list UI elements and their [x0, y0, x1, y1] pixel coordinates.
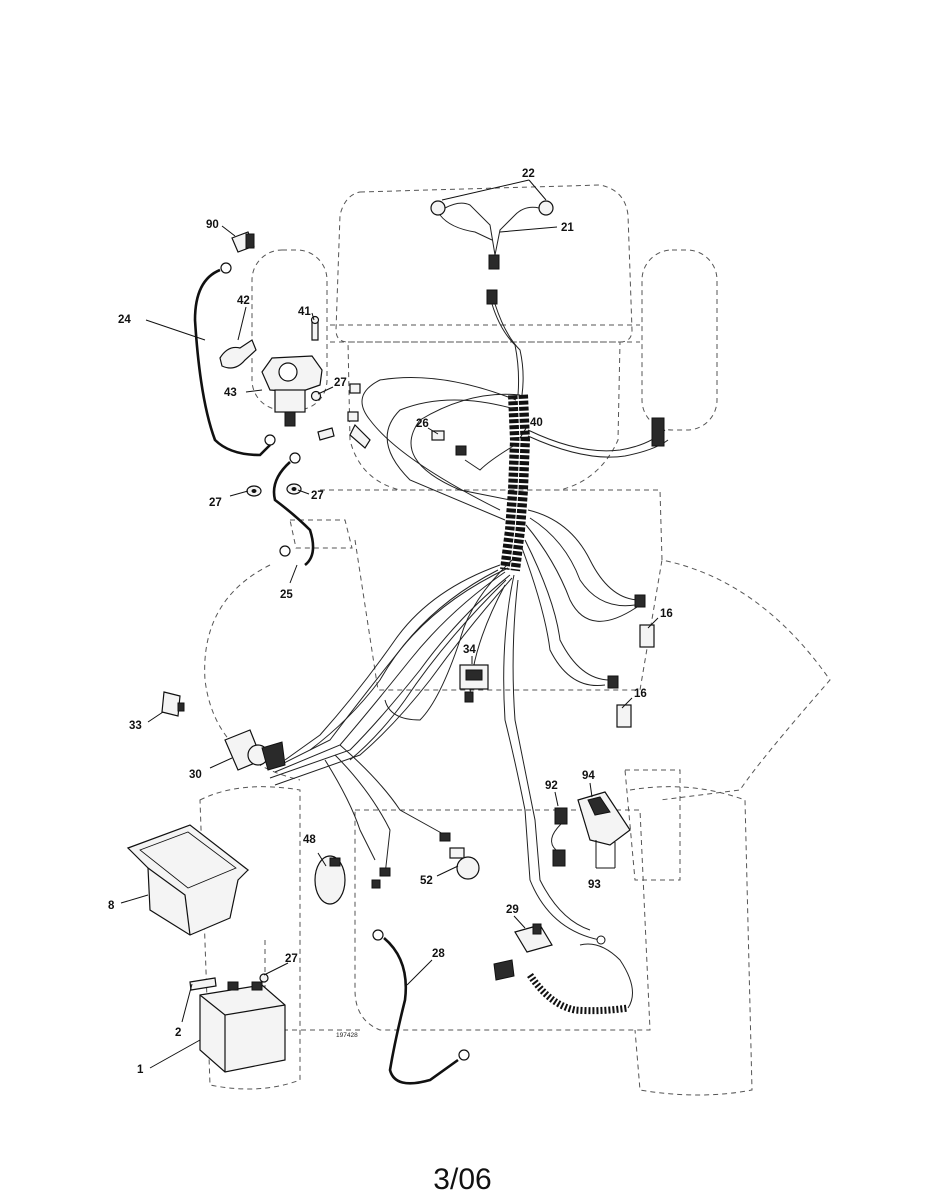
cable-28	[372, 929, 470, 1085]
cable-24	[193, 262, 276, 457]
callout-27: 27	[311, 490, 324, 502]
callout-52: 52	[420, 875, 433, 887]
switch-34	[459, 664, 489, 703]
callout-94: 94	[582, 770, 595, 782]
cable-25	[272, 427, 335, 567]
callout-27: 27	[209, 497, 222, 509]
callout-1: 1	[137, 1064, 144, 1076]
callout-92: 92	[545, 780, 558, 792]
starter-solenoid	[219, 315, 323, 427]
callout-34: 34	[463, 644, 476, 656]
bottom-connectors	[371, 832, 451, 889]
callout-41: 41	[298, 306, 311, 318]
main-wire-harness	[269, 377, 669, 941]
callout-29: 29	[506, 904, 519, 916]
battery-box	[126, 824, 250, 936]
callout-93: 93	[588, 879, 601, 891]
module-29	[493, 923, 633, 1015]
callout-25: 25	[280, 589, 293, 601]
callout-48: 48	[303, 834, 316, 846]
headlight-assembly	[430, 200, 554, 396]
light-48	[314, 855, 346, 905]
switches-16	[607, 594, 655, 728]
drawing-number: 197428	[336, 1032, 358, 1039]
callout-labels: 22 21 90 24 42 41 43 27 26 40 27 27 25 1…	[108, 168, 673, 1076]
callout-27: 27	[285, 953, 298, 965]
callout-26: 26	[416, 418, 429, 430]
clip-33	[161, 691, 185, 717]
callout-40: 40	[530, 417, 543, 429]
ignition-switch	[224, 729, 286, 771]
pto-switch-assembly	[551, 791, 631, 868]
callout-2: 2	[175, 1027, 181, 1039]
callout-22: 22	[522, 168, 535, 180]
callout-28: 28	[432, 948, 445, 960]
page-number: 3/06	[433, 1163, 492, 1196]
callout-90: 90	[206, 219, 219, 231]
callout-21: 21	[561, 222, 574, 234]
callout-27: 27	[334, 377, 347, 389]
callout-30: 30	[189, 769, 202, 781]
leader-lines	[120, 179, 659, 1069]
light-52	[449, 847, 480, 880]
callout-16: 16	[634, 688, 647, 700]
callout-33: 33	[129, 720, 142, 732]
callout-43: 43	[224, 387, 237, 399]
fuse-holder	[231, 231, 255, 253]
callout-8: 8	[108, 900, 115, 912]
harness-connectors	[347, 383, 665, 456]
callout-16: 16	[660, 608, 673, 620]
callout-24: 24	[118, 314, 131, 326]
callout-42: 42	[237, 295, 250, 307]
nuts	[246, 483, 302, 497]
battery	[189, 973, 286, 1073]
